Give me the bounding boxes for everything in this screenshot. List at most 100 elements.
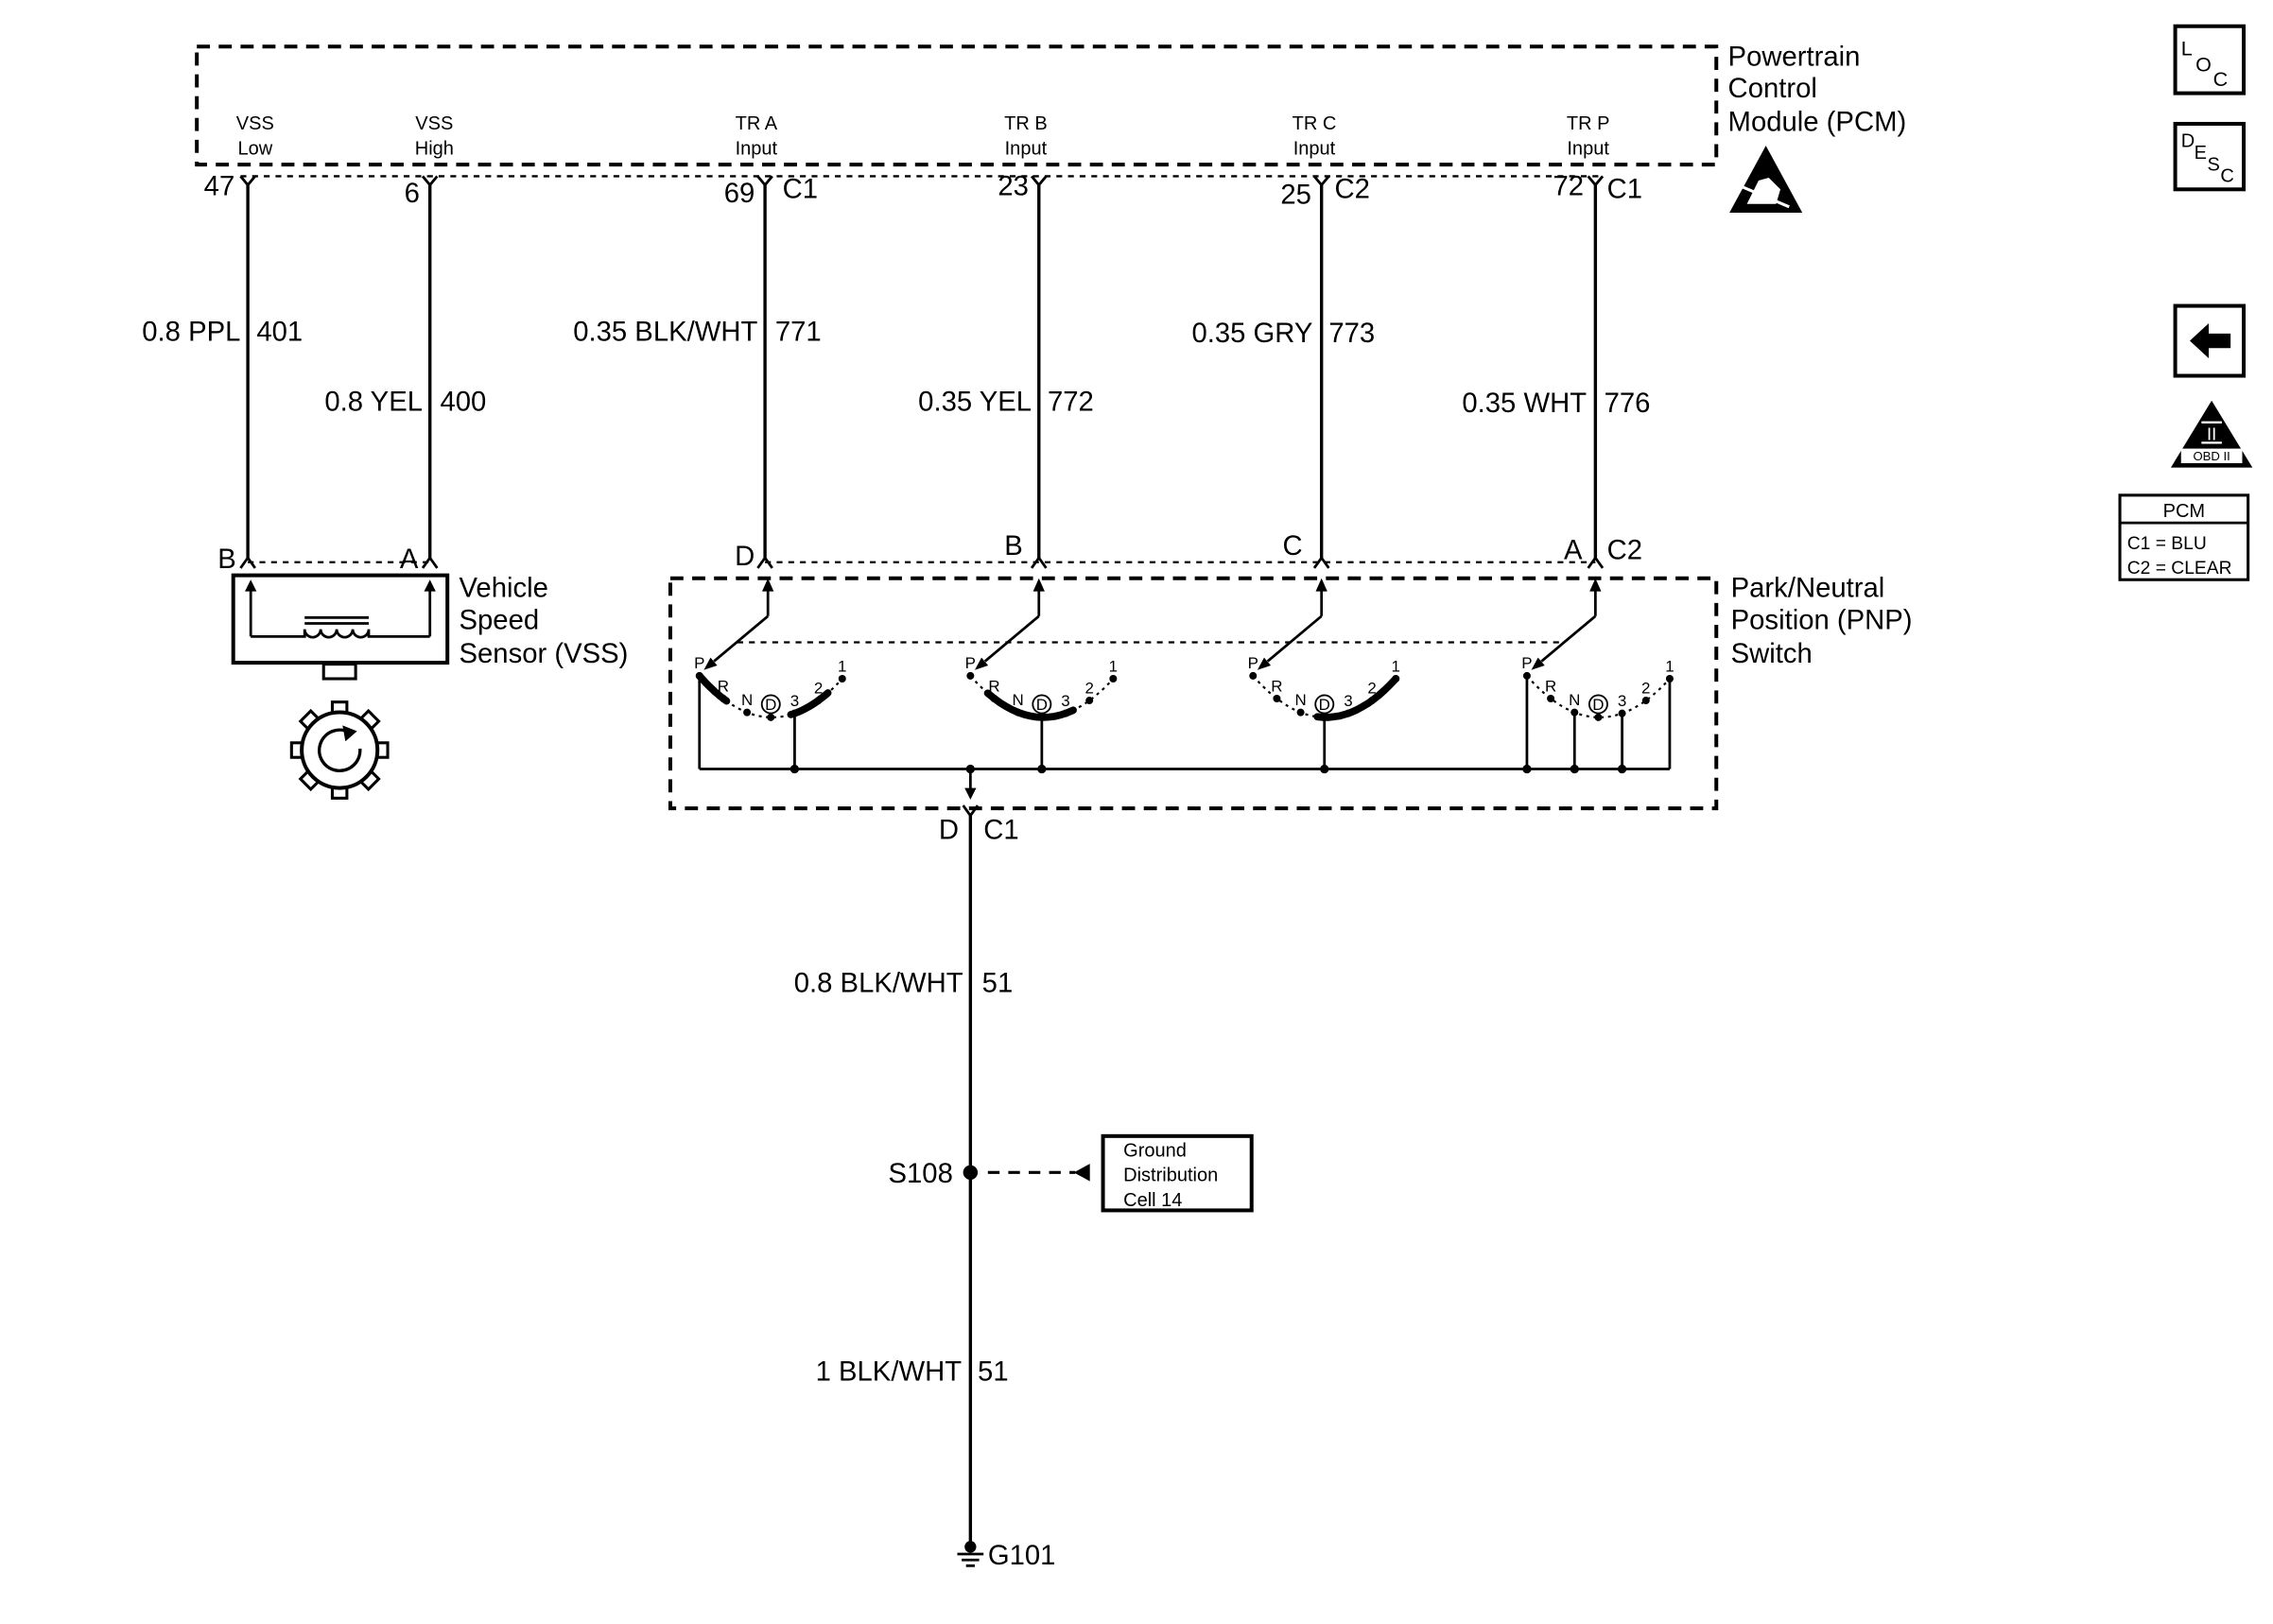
- position-label-n: N: [741, 691, 753, 709]
- position-label-3: 3: [1618, 692, 1626, 710]
- position-contact-dot: [695, 671, 703, 680]
- position-label-p: P: [694, 654, 704, 672]
- pcm-input-tr-b-2: Input: [1005, 138, 1048, 159]
- back-button[interactable]: [2173, 303, 2247, 378]
- closed-contact-segment: [1313, 675, 1400, 721]
- pcm-input-vss-low-1: VSS: [236, 113, 274, 134]
- pnp-terminal-d: [756, 555, 773, 569]
- arrow-up-icon: [762, 578, 774, 592]
- pcm-input-tr-a-2: Input: [736, 138, 778, 159]
- arrow-left-icon: [1073, 1164, 1090, 1182]
- pin-23: 23: [998, 171, 1029, 201]
- position-label-2: 2: [1367, 679, 1376, 697]
- obd-label: OBD II: [2193, 449, 2230, 463]
- drive-circle-icon: [760, 694, 781, 715]
- position-contact-dot: [1618, 709, 1626, 717]
- wiper-arrowhead-icon: [1531, 657, 1545, 670]
- pcm-terminal-25: [1312, 175, 1330, 187]
- arrow-up-icon: [245, 579, 257, 592]
- splice-s108: [963, 1165, 979, 1181]
- legend-title: PCM: [2163, 501, 2205, 522]
- position-label-3: 3: [1061, 692, 1069, 710]
- wire-400-spec: 0.8 YEL: [324, 388, 423, 418]
- ground-icon: [957, 1541, 984, 1567]
- pnp-boundary: [668, 576, 1719, 811]
- wire-773-circuit: 773: [1328, 319, 1375, 349]
- bus-junction-dot: [1570, 764, 1579, 774]
- position-label-d: D: [1319, 696, 1330, 714]
- loc-letter-o: O: [2195, 52, 2212, 76]
- arrow-up-icon: [1589, 578, 1602, 592]
- position-label-n: N: [1569, 691, 1580, 709]
- contact-wiper: [1540, 614, 1597, 663]
- vss-pin-b: B: [217, 544, 236, 575]
- position-label-d: D: [765, 696, 776, 714]
- obd-ii-icon[interactable]: II OBD II: [2170, 400, 2253, 468]
- drive-circle-icon: [1588, 694, 1608, 715]
- legend-row-c2: C2 = CLEAR: [2127, 559, 2232, 579]
- position-label-n: N: [1294, 691, 1306, 709]
- position-label-d: D: [1592, 696, 1604, 714]
- pnp-title-line-1: Park/Neutral: [1731, 574, 1885, 604]
- pnp-terminal-b: [1030, 555, 1048, 569]
- position-contact-dot: [743, 708, 752, 717]
- ground-distribution-link[interactable]: Ground Distribution Cell 14: [1101, 1133, 1254, 1213]
- back-arrow-icon: [2190, 323, 2231, 359]
- position-contact-dot: [966, 671, 975, 680]
- wire-772-circuit: 772: [1048, 388, 1094, 418]
- bus-junction-dot: [1320, 764, 1329, 774]
- obd-roman-numeral: II: [2207, 423, 2216, 443]
- position-contact-dot: [1037, 713, 1046, 721]
- bus-junction-dot: [1522, 764, 1532, 774]
- position-label-2: 2: [1641, 679, 1650, 697]
- wire-harness: 0.8 PPL 401 0.8 YEL 400 0.35 BLK/WHT 771…: [142, 175, 1650, 575]
- vss-probe: [321, 663, 357, 681]
- desc-letter-s: S: [2207, 154, 2219, 175]
- contact-wiper: [1266, 614, 1323, 663]
- vss-terminal-a: [421, 555, 439, 569]
- position-contact-dot: [990, 694, 998, 702]
- arrow-up-icon: [1315, 578, 1327, 592]
- ground-distribution-box[interactable]: [1101, 1133, 1254, 1213]
- position-contact-dot: [1273, 694, 1281, 702]
- coil-icon: [251, 629, 430, 639]
- splice-s108-label: S108: [888, 1159, 952, 1189]
- wiper-arrowhead-icon: [703, 657, 718, 670]
- bus-junction-dot: [789, 764, 799, 774]
- pcm-title-line-3: Module (PCM): [1728, 108, 1907, 138]
- position-contact-dot: [838, 675, 846, 683]
- wire-51-upper-spec: 0.8 BLK/WHT: [794, 968, 963, 998]
- position-contact-dot: [1522, 671, 1531, 680]
- pcm-input-vss-low-2: Low: [237, 138, 272, 159]
- pnp-terminal-c: [1312, 555, 1330, 569]
- pin-25: 25: [1280, 181, 1311, 211]
- desc-letter-d: D: [2181, 131, 2195, 152]
- ground-distribution-line-1: Ground: [1123, 1140, 1187, 1161]
- position-label-r: R: [1271, 677, 1282, 695]
- position-contact-dot: [719, 694, 727, 702]
- position-contact-dot: [1062, 709, 1070, 717]
- loc-icon[interactable]: [2173, 24, 2247, 95]
- ground-circuit: D C1 0.8 BLK/WHT 51 S108 Ground Distribu…: [794, 804, 1254, 1571]
- pcm-title-line-2: Control: [1728, 74, 1817, 104]
- wire-401-circuit: 401: [256, 318, 303, 348]
- pcm-terminal-69: [756, 175, 773, 187]
- position-label-1: 1: [1109, 657, 1118, 675]
- position-contact-dot: [1085, 697, 1094, 705]
- vss-housing: [231, 573, 450, 665]
- vss-title-line-2: Speed: [460, 606, 540, 636]
- desc-icon[interactable]: [2173, 121, 2247, 192]
- arrow-down-icon: [964, 787, 977, 800]
- position-label-r: R: [1545, 677, 1556, 695]
- pnp-pin-d: D: [735, 542, 755, 572]
- position-contact-dot: [767, 713, 775, 721]
- arrow-up-icon: [424, 579, 436, 592]
- position-label-3: 3: [1344, 692, 1352, 710]
- pcm-title-line-1: Powertrain: [1728, 42, 1861, 72]
- loc-button[interactable]: L O C: [2173, 24, 2247, 95]
- pnp-ground-pin: D: [939, 816, 959, 846]
- desc-button[interactable]: D E S C: [2173, 121, 2247, 192]
